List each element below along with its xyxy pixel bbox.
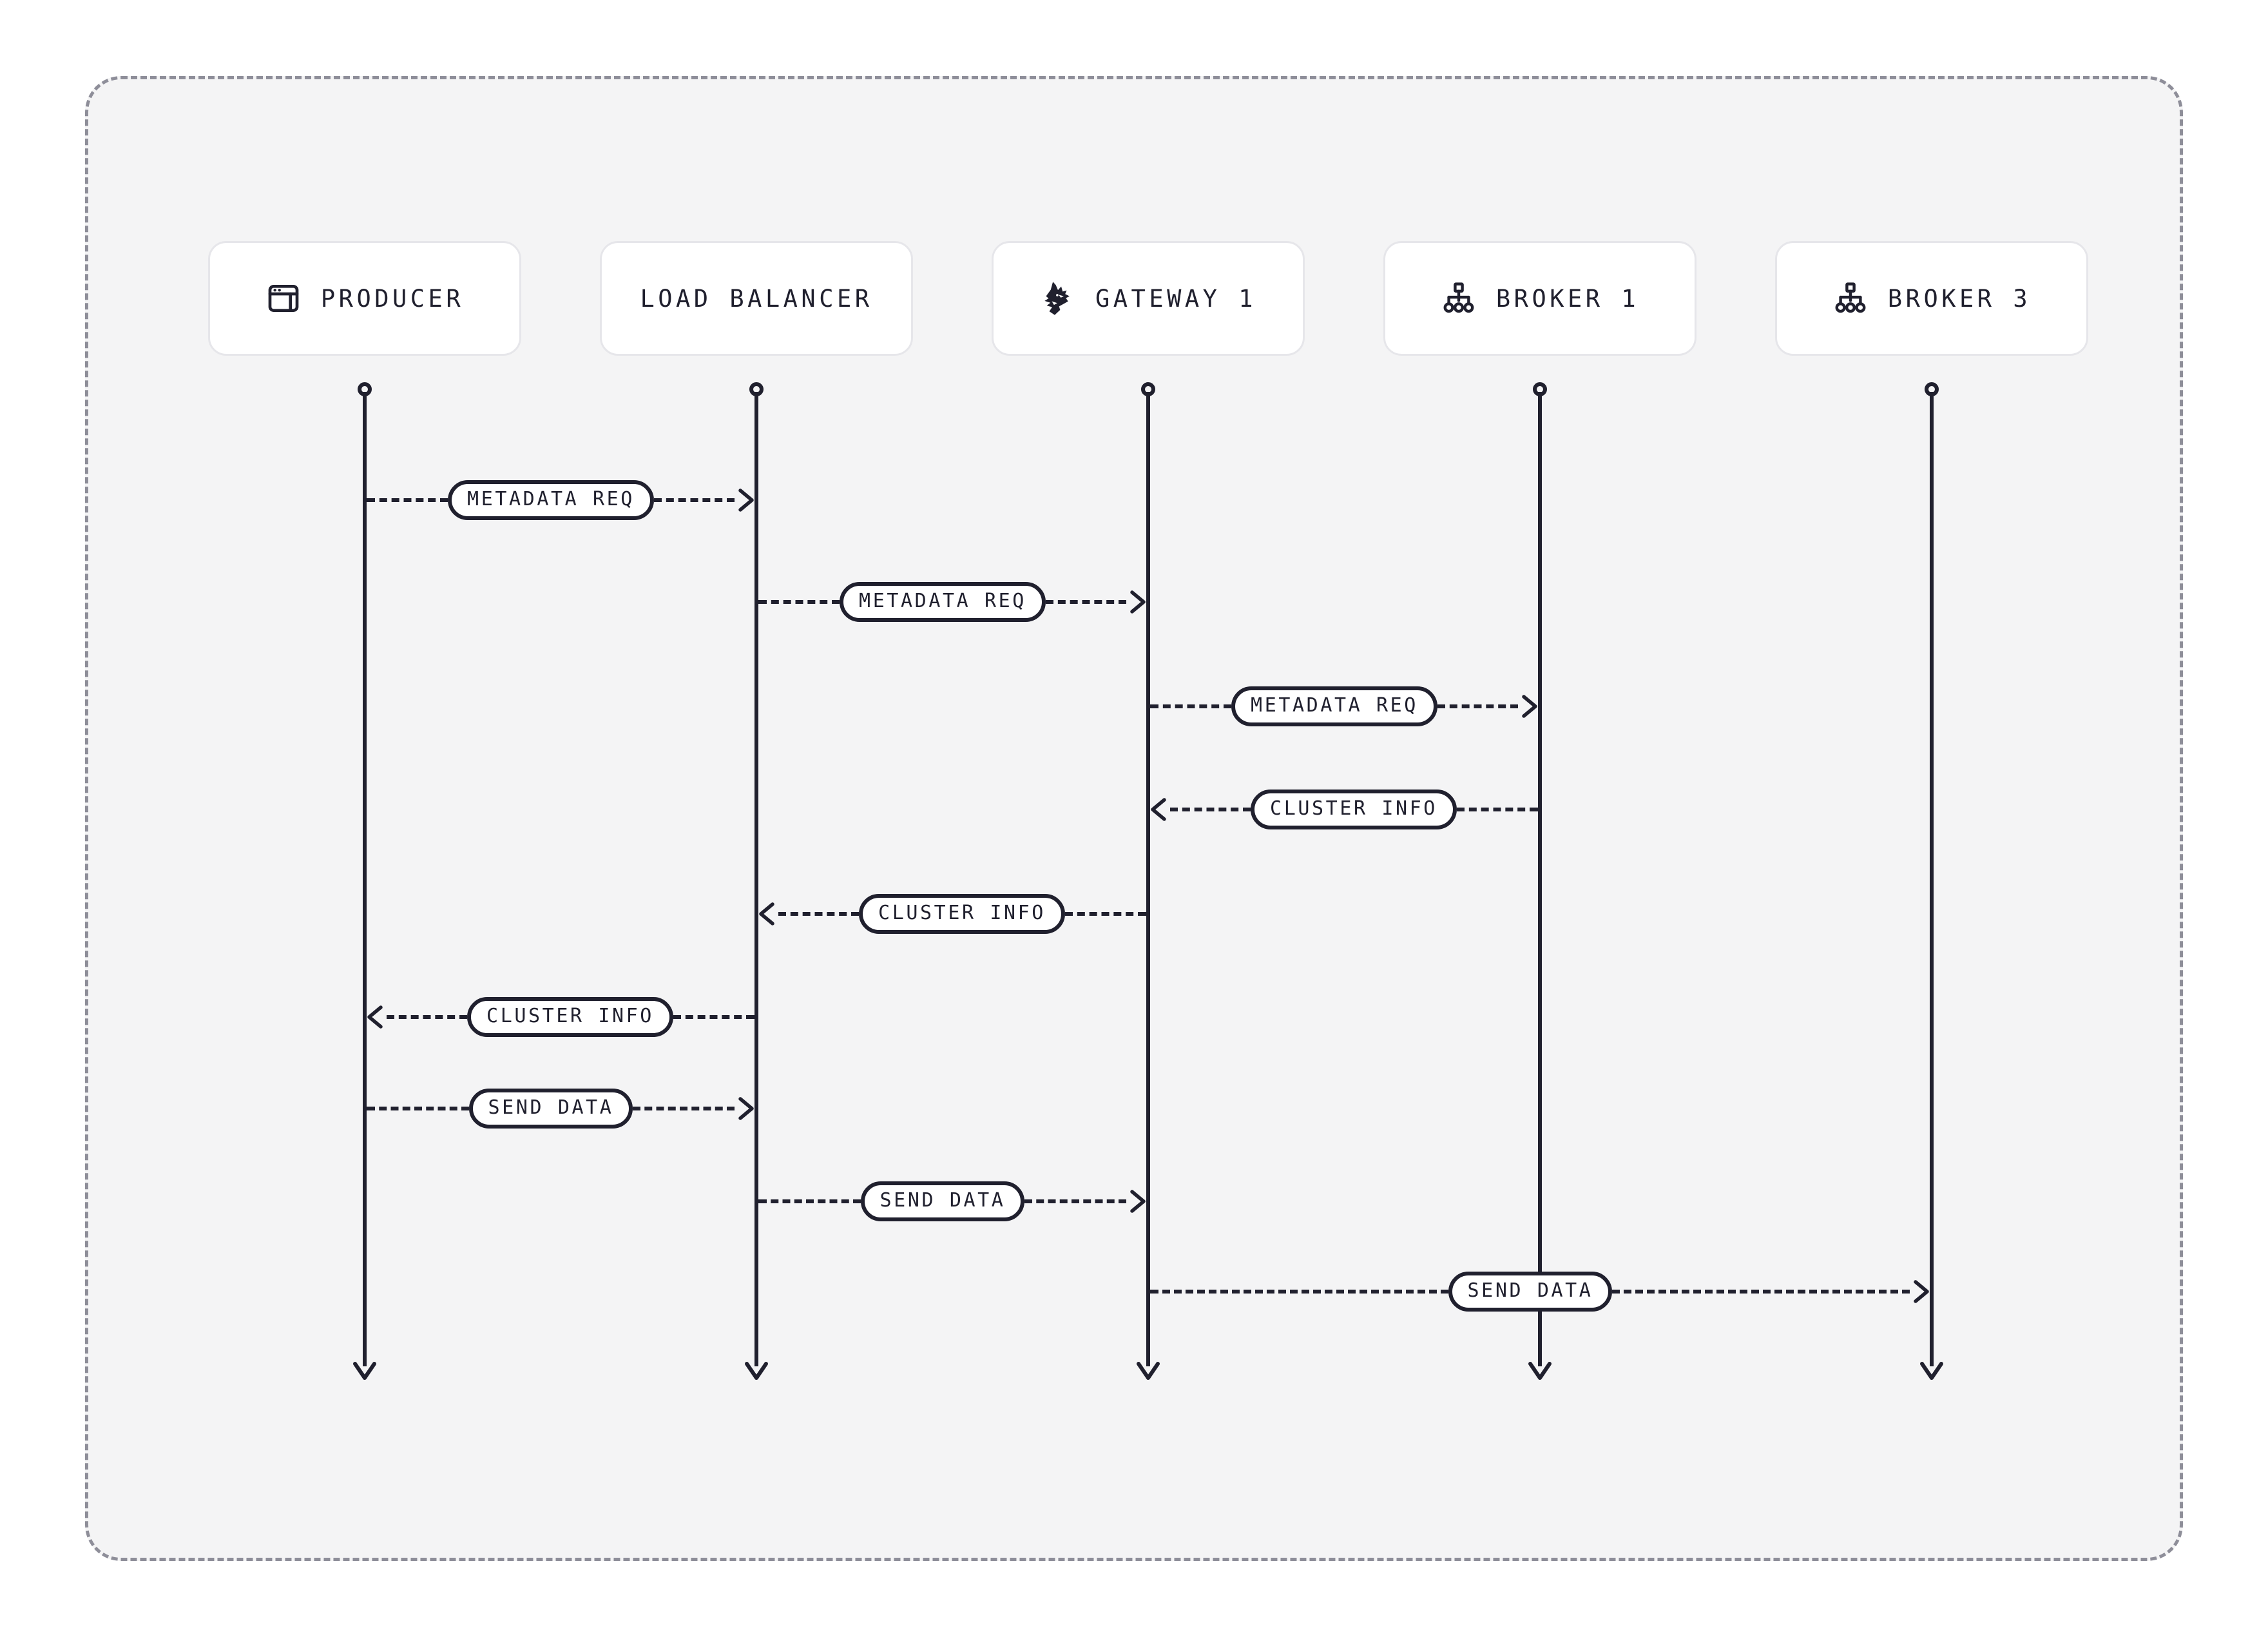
message-5-left[interactable]: CLUSTER INFO: [756, 883, 1149, 945]
message-line-right: [1024, 1199, 1126, 1203]
message-line-left: [367, 1107, 469, 1110]
arrow-right-icon: [735, 1094, 756, 1123]
message-line-left: [387, 1015, 468, 1019]
lifeline-producer: [363, 392, 367, 1366]
message-line-right: [1437, 704, 1519, 708]
arrow-left-icon: [756, 899, 778, 929]
network-topology-icon: [1832, 280, 1869, 316]
participant-box-gateway-1[interactable]: GATEWAY 1: [992, 241, 1305, 356]
message-2-right[interactable]: METADATA REQ: [756, 571, 1148, 633]
arrow-right-icon: [735, 485, 756, 515]
lifeline-load-balancer: [754, 392, 758, 1366]
participant-label: PRODUCER: [320, 284, 465, 313]
lifeline-end-arrow-broker-3: [1917, 1360, 1946, 1383]
arrow-right-icon: [1518, 692, 1540, 721]
message-label[interactable]: SEND DATA: [1448, 1272, 1613, 1312]
message-line-right: [673, 1015, 754, 1019]
message-origin-tick: [1148, 704, 1151, 708]
message-line-right: [1045, 600, 1127, 604]
participant-box-load-balancer[interactable]: LOAD BALANCER: [600, 241, 913, 356]
lifeline-end-arrow-load-balancer: [742, 1360, 771, 1383]
message-origin-tick: [1537, 808, 1541, 811]
message-line-left: [1170, 808, 1251, 811]
participant-label: LOAD BALANCER: [640, 284, 873, 313]
arrow-left-icon: [365, 1002, 387, 1032]
message-label[interactable]: METADATA REQ: [840, 582, 1046, 622]
message-origin-tick: [365, 1107, 367, 1110]
lifeline-gateway-1: [1146, 392, 1150, 1366]
network-topology-icon: [1441, 280, 1477, 316]
message-4-left[interactable]: CLUSTER INFO: [1148, 779, 1541, 840]
message-label[interactable]: CLUSTER INFO: [859, 894, 1065, 934]
message-line-left: [1151, 1290, 1448, 1294]
message-line-right: [653, 498, 735, 502]
message-origin-tick: [365, 498, 367, 502]
message-3-right[interactable]: METADATA REQ: [1148, 675, 1540, 737]
participant-box-broker-1[interactable]: BROKER 1: [1383, 241, 1696, 356]
participant-label: BROKER 1: [1495, 284, 1640, 313]
arrow-right-icon: [1910, 1277, 1932, 1306]
message-label[interactable]: CLUSTER INFO: [467, 997, 673, 1037]
arrow-right-icon: [1126, 587, 1148, 617]
arrow-right-icon: [1126, 1187, 1148, 1216]
message-origin-tick: [756, 600, 759, 604]
message-label[interactable]: METADATA REQ: [1231, 686, 1437, 726]
lifeline-end-arrow-broker-1: [1526, 1360, 1554, 1383]
participant-label: BROKER 3: [1887, 284, 2032, 313]
message-origin-tick: [754, 1015, 757, 1019]
message-1-right[interactable]: METADATA REQ: [365, 469, 756, 531]
message-origin-tick: [756, 1199, 759, 1203]
message-line-left: [367, 498, 448, 502]
participant-label: GATEWAY 1: [1095, 284, 1256, 313]
message-origin-tick: [1146, 912, 1149, 916]
message-7-right[interactable]: SEND DATA: [365, 1078, 756, 1139]
participant-box-producer[interactable]: PRODUCER: [208, 241, 521, 356]
message-label[interactable]: METADATA REQ: [448, 480, 654, 520]
message-9-right[interactable]: SEND DATA: [1148, 1261, 1932, 1323]
message-line-left: [1151, 704, 1232, 708]
arrow-left-icon: [1148, 795, 1170, 824]
message-label[interactable]: SEND DATA: [860, 1181, 1025, 1221]
lifeline-broker-3: [1930, 392, 1934, 1366]
lifeline-end-arrow-gateway-1: [1134, 1360, 1162, 1383]
message-line-right: [1064, 912, 1146, 916]
browser-window-icon: [265, 280, 302, 316]
message-label[interactable]: SEND DATA: [468, 1089, 633, 1129]
participant-box-broker-3[interactable]: BROKER 3: [1775, 241, 2088, 356]
message-line-right: [1456, 808, 1538, 811]
wolf-head-icon: [1040, 280, 1076, 316]
message-line-left: [759, 600, 840, 604]
message-line-right: [1612, 1290, 1910, 1294]
message-line-left: [778, 912, 860, 916]
lifeline-broker-1: [1538, 392, 1542, 1366]
message-origin-tick: [1148, 1290, 1151, 1294]
message-line-right: [633, 1107, 735, 1110]
lifeline-end-arrow-producer: [351, 1360, 379, 1383]
message-line-left: [759, 1199, 861, 1203]
message-6-left[interactable]: CLUSTER INFO: [365, 986, 757, 1048]
message-label[interactable]: CLUSTER INFO: [1251, 790, 1457, 829]
message-8-right[interactable]: SEND DATA: [756, 1170, 1148, 1232]
